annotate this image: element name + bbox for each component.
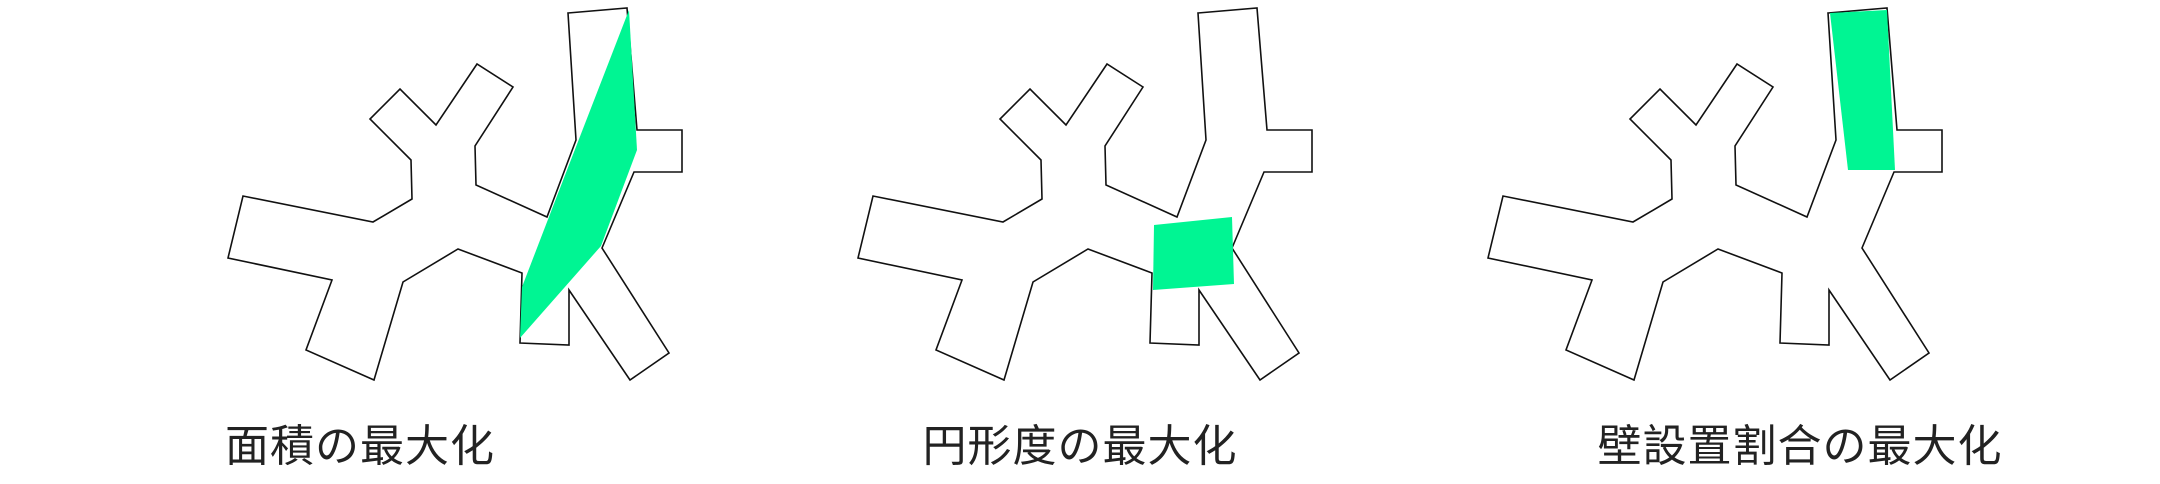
caption-circularity-max: 円形度の最大化	[922, 421, 1238, 472]
caption-wall-ratio-max: 壁設置割合の最大化	[1597, 421, 2003, 472]
caption-area-max: 面積の最大化	[225, 421, 495, 472]
circularity-max-highlight	[1153, 217, 1234, 290]
panel-wall-ratio-max: 壁設置割合の最大化	[1440, 0, 2160, 484]
floorplan-diagram	[227, 7, 683, 382]
floorplan-outline	[857, 7, 1313, 382]
floorplan-outline	[1487, 7, 1943, 382]
area-max-highlight	[520, 10, 637, 338]
panel-area-max: 面積の最大化	[0, 0, 720, 484]
floorplan-diagram	[857, 7, 1313, 382]
panel-circularity-max: 円形度の最大化	[720, 0, 1440, 484]
wall-ratio-max-highlight	[1830, 10, 1895, 170]
floorplan-outline	[227, 7, 683, 382]
floorplan-diagram	[1487, 7, 1943, 382]
